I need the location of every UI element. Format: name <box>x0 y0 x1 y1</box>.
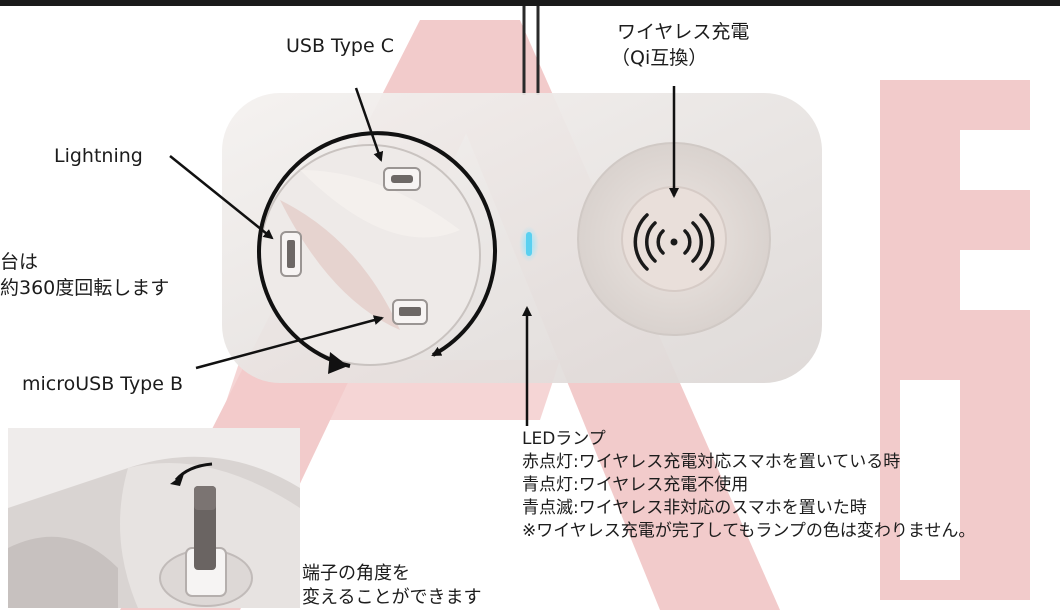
label-usb-c: USB Type C <box>286 35 394 57</box>
usb-c-connector <box>383 167 421 191</box>
led-info: LEDランプ 赤点灯:ワイヤレス充電対応スマホを置いている時 青点灯:ワイヤレス… <box>522 428 975 543</box>
label-rotate-line1: 台は <box>0 251 39 273</box>
curved-arrow-icon <box>174 462 213 482</box>
wireless-charging-icon <box>633 213 715 271</box>
inset-photo <box>8 428 300 608</box>
cable <box>522 6 540 95</box>
label-rotate-line2: 約360度回転します <box>0 277 170 299</box>
pointer-arrows <box>169 86 679 426</box>
label-connector-line1: 端子の角度を <box>302 563 410 584</box>
led-note: ※ワイヤレス充電が完了してもランプの色は変わりません。 <box>522 521 976 541</box>
led-blue: 青点灯:ワイヤレス充電不使用 <box>522 475 749 495</box>
label-wireless-line1: ワイヤレス充電 <box>617 21 750 43</box>
rotation-arrow-icon <box>257 131 497 368</box>
led-red: 赤点灯:ワイヤレス充電対応スマホを置いている時 <box>522 452 901 472</box>
label-lightning: Lightning <box>54 145 143 167</box>
led-lamp <box>519 226 539 262</box>
arrow-usb-c <box>354 87 384 162</box>
led-blink: 青点滅:ワイヤレス非対応のスマホを置いた時 <box>522 498 867 518</box>
label-micro-usb: microUSB Type B <box>22 373 184 395</box>
arrow-lightning <box>169 155 274 240</box>
micro-usb-connector <box>392 299 428 325</box>
arrow-micro-usb <box>195 315 384 370</box>
label-wireless-line2: （Qi互換） <box>611 47 708 69</box>
top-bar <box>0 0 1060 6</box>
led-title: LEDランプ <box>522 429 606 449</box>
label-connector-line2: 変えることができます <box>302 587 482 608</box>
lightning-connector <box>280 231 302 277</box>
